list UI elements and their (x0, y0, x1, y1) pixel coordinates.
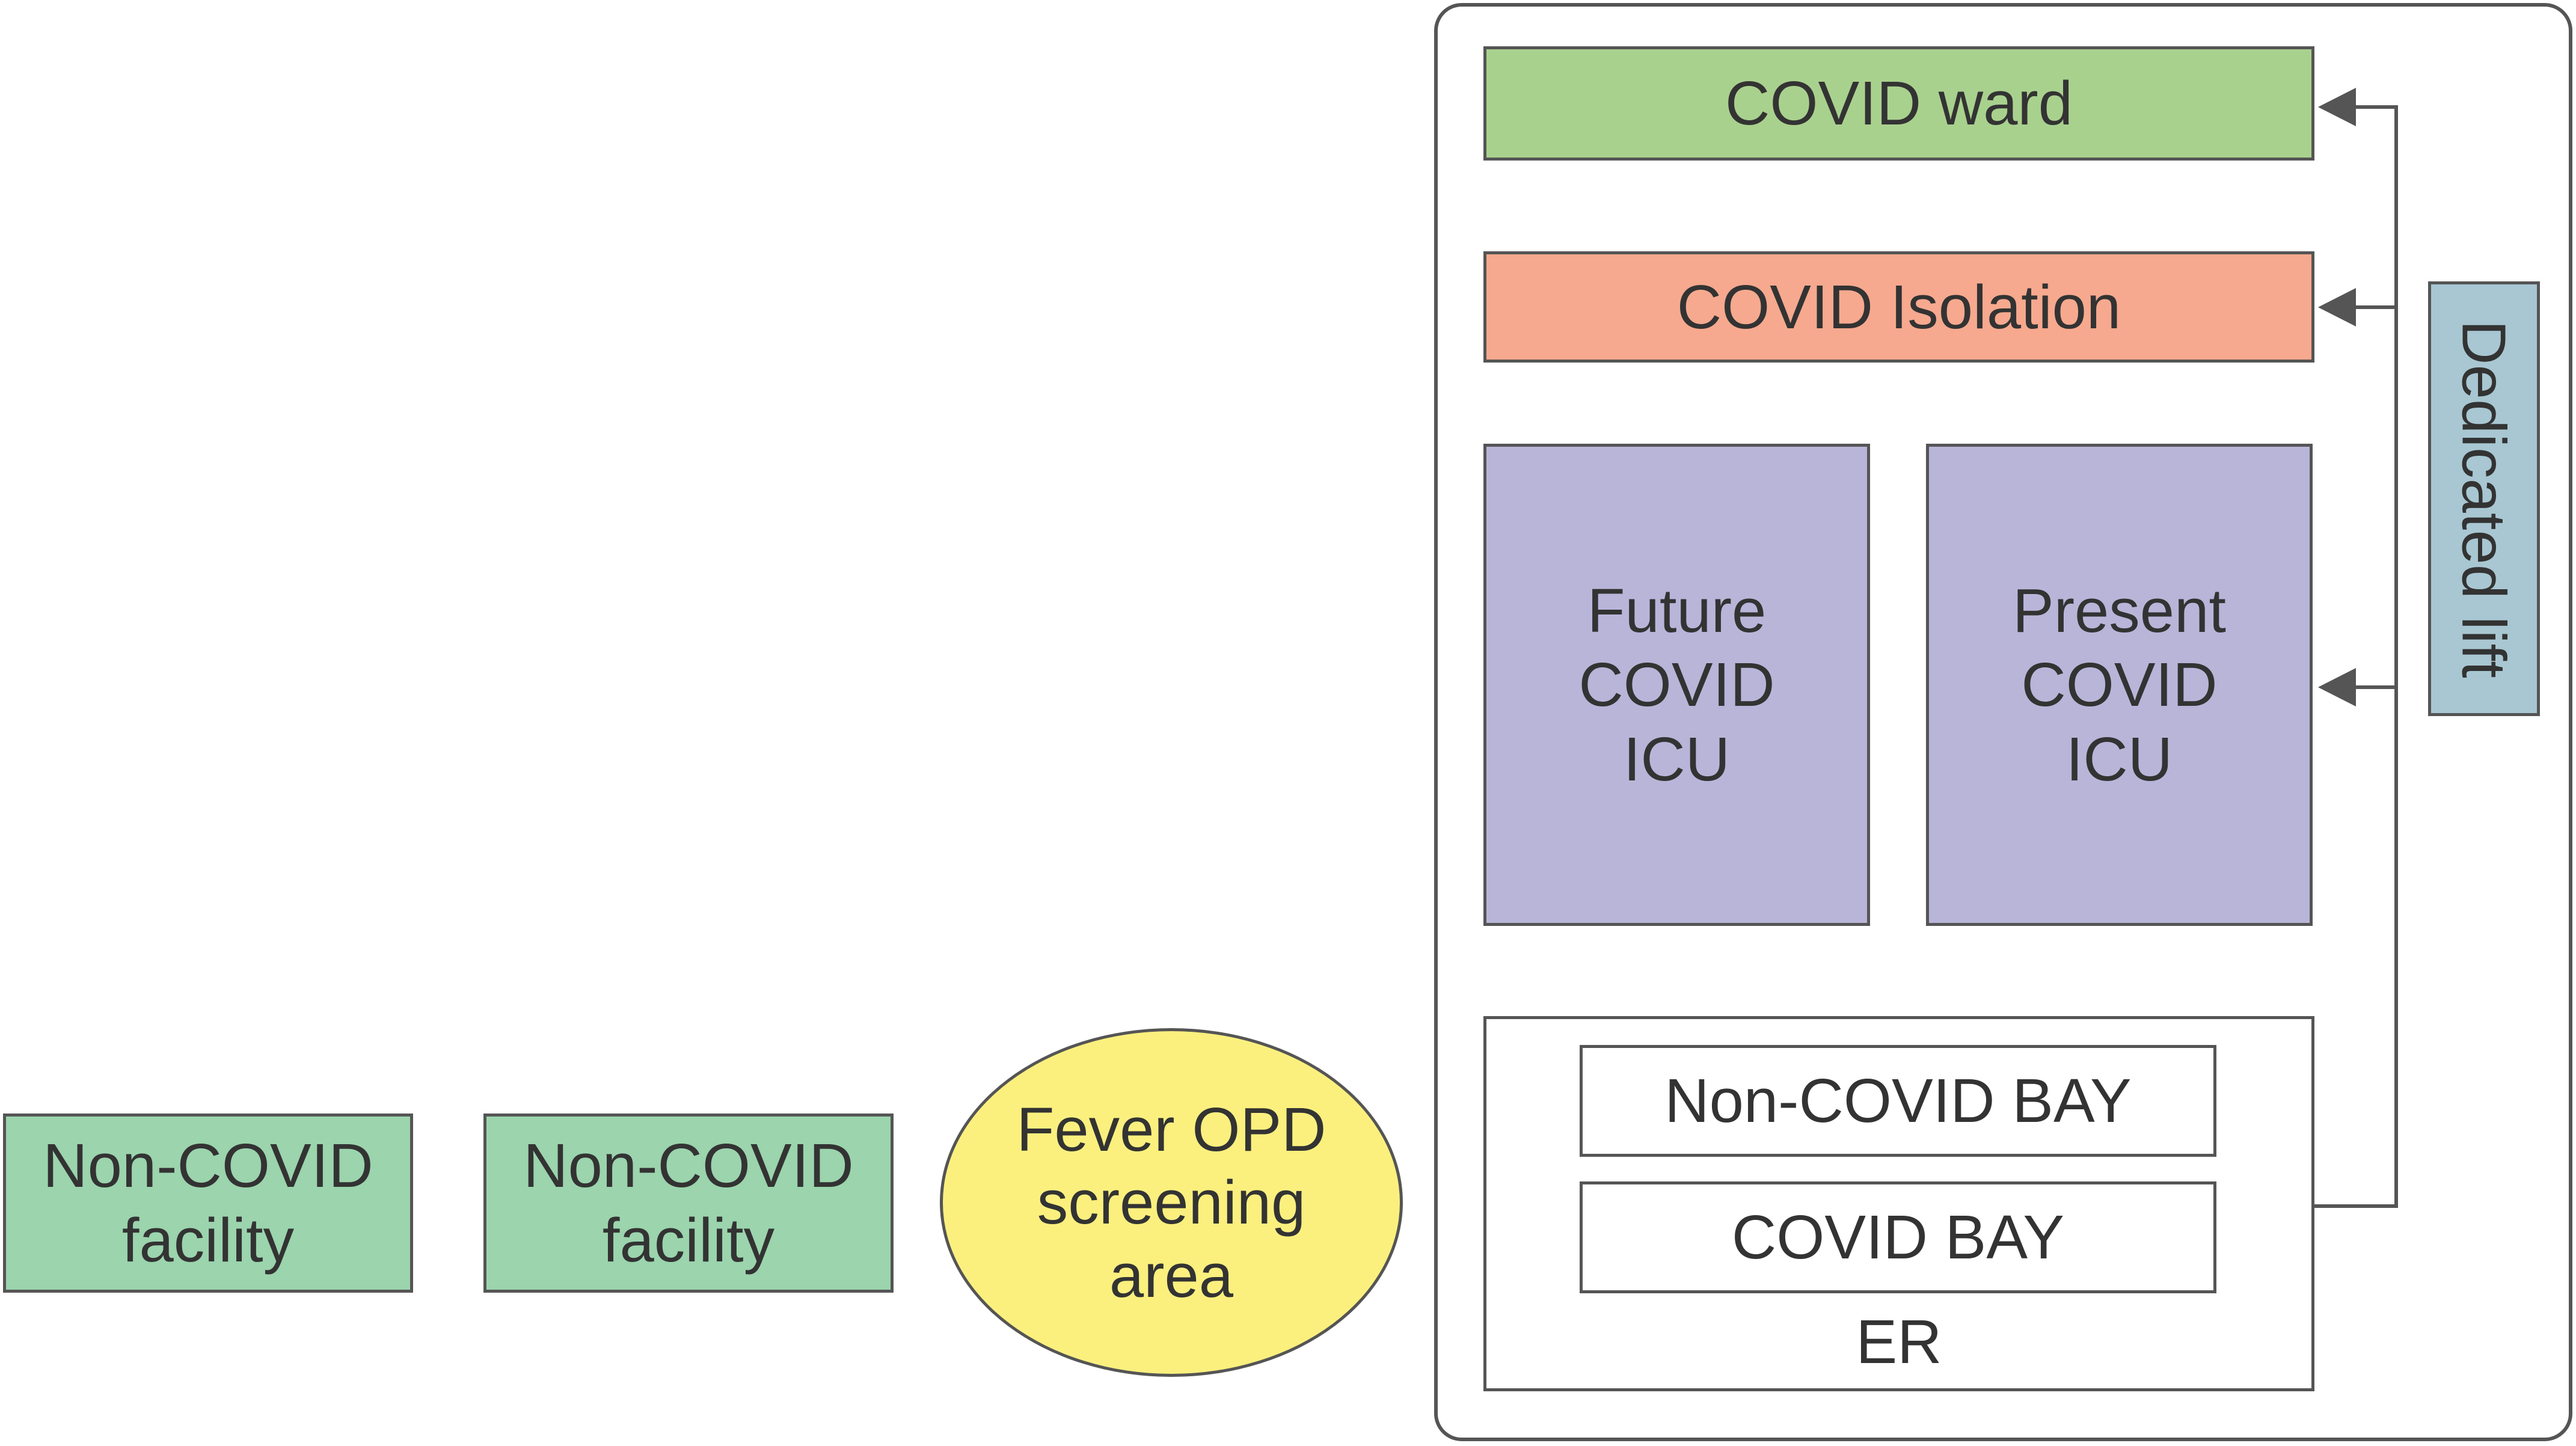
present-icu-line-1: Present (2013, 575, 2226, 645)
future-covid-icu-box: Future COVID ICU (1483, 444, 1870, 926)
covid-bay-box: COVID BAY (1580, 1181, 2216, 1293)
non-covid-facility-box-2: Non-COVID facility (483, 1114, 894, 1293)
non-covid-bay-label: Non-COVID BAY (1664, 1066, 2132, 1136)
future-icu-line-1: Future (1587, 575, 1767, 645)
future-icu-line-3: ICU (1623, 724, 1731, 794)
fever-opd-line-2: screening (1037, 1168, 1306, 1237)
covid-ward-arrowhead (2318, 88, 2356, 126)
covid-isolation-box: COVID Isolation (1483, 251, 2314, 363)
non-covid-facility-box-1: Non-COVID facility (3, 1114, 413, 1293)
er-box (1483, 1016, 2314, 1391)
future-icu-line-2: COVID (1578, 650, 1775, 720)
non-covid-facility-2-line-1: Non-COVID (523, 1131, 854, 1201)
fever-opd-line-3: area (1109, 1240, 1234, 1310)
fever-opd-line-1: Fever OPD (1016, 1094, 1326, 1164)
non-covid-facility-2-line-2: facility (602, 1206, 775, 1275)
non-covid-facility-1-line-1: Non-COVID (43, 1131, 373, 1201)
present-covid-icu-box: Present COVID ICU (1926, 444, 2313, 926)
non-covid-facility-1-line-2: facility (121, 1206, 295, 1275)
present-icu-line-3: ICU (2065, 724, 2173, 794)
present-icu-line-2: COVID (2021, 650, 2218, 720)
covid-isolation-label: COVID Isolation (1676, 272, 2121, 342)
covid-ward-label: COVID ward (1725, 69, 2073, 138)
non-covid-bay-box: Non-COVID BAY (1580, 1045, 2216, 1157)
fever-opd-screening-ellipse: Fever OPD screening area (940, 1028, 1403, 1377)
covid-isolation-arrowhead (2318, 288, 2356, 326)
covid-bay-label: COVID BAY (1731, 1202, 2065, 1272)
er-label: ER (1856, 1307, 1942, 1376)
dedicated-lift-box: Dedicated lift (2428, 281, 2540, 716)
covid-ward-box: COVID ward (1483, 46, 2314, 161)
present-icu-arrowhead (2318, 668, 2356, 706)
hospital-building-outline (1434, 3, 2572, 1441)
